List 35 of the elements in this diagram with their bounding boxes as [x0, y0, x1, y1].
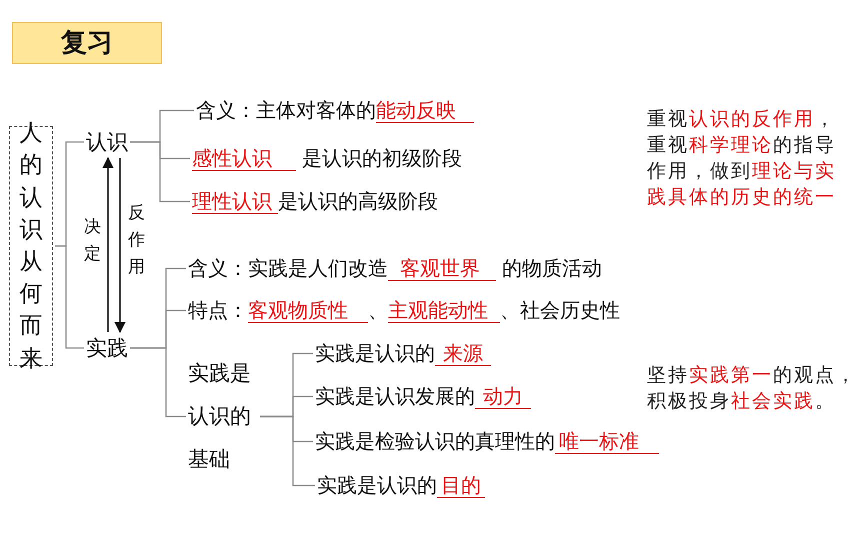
topic-text: 人的认识从何而来: [20, 119, 42, 374]
answer-text: 来源: [435, 342, 491, 366]
branch-text: 是认识的高级阶段: [278, 188, 438, 215]
branch-text: 实践是认识的基础: [188, 360, 252, 473]
title-banner: 复习: [12, 22, 162, 64]
note-text: 坚持实践第一的观点，积极投身社会实践。: [647, 363, 858, 414]
branch-text: 、社会历史性: [500, 297, 620, 324]
branch-text: 实践: [86, 335, 128, 362]
answer-text: 感性认识: [192, 147, 296, 171]
answer-text: 唯一标准: [555, 430, 659, 454]
connector-line: [55, 245, 84, 349]
branch-text: 特点：: [188, 297, 248, 324]
branch-text: 实践是认识发展的: [315, 383, 475, 410]
answer-text: 动力: [475, 385, 531, 409]
branch-text: 、: [368, 297, 388, 324]
connector-line: [130, 347, 186, 418]
answer-text: 目的: [437, 474, 485, 498]
connector-line: [260, 416, 315, 486]
branch-text: 是认识的初级阶段: [302, 145, 462, 172]
connector-line: [130, 141, 190, 202]
branch-text: 的物质活动: [502, 255, 602, 282]
note-text: 重视认识的反作用，重视科学理论的指导作用，做到理论与实践具体的历史的统一: [647, 107, 837, 210]
branch-text: 认识: [86, 129, 128, 156]
branch-text: 含义：主体对客体的: [196, 97, 376, 124]
branch-text: 实践是检验认识的真理性的: [315, 428, 555, 455]
answer-text: 客观物质性: [248, 299, 368, 323]
arrow: [114, 158, 126, 334]
answer-text: 客观世界: [388, 257, 496, 281]
answer-text: 理性认识: [192, 190, 278, 214]
answer-text: 能动反映: [376, 99, 474, 123]
branch-text: 实践是认识的: [315, 340, 435, 367]
answer-text: 主观能动性: [388, 299, 500, 323]
branch-text: 含义：实践是人们改造: [188, 255, 388, 282]
arrow: [102, 156, 114, 332]
branch-text: 实践是认识的: [317, 472, 437, 499]
